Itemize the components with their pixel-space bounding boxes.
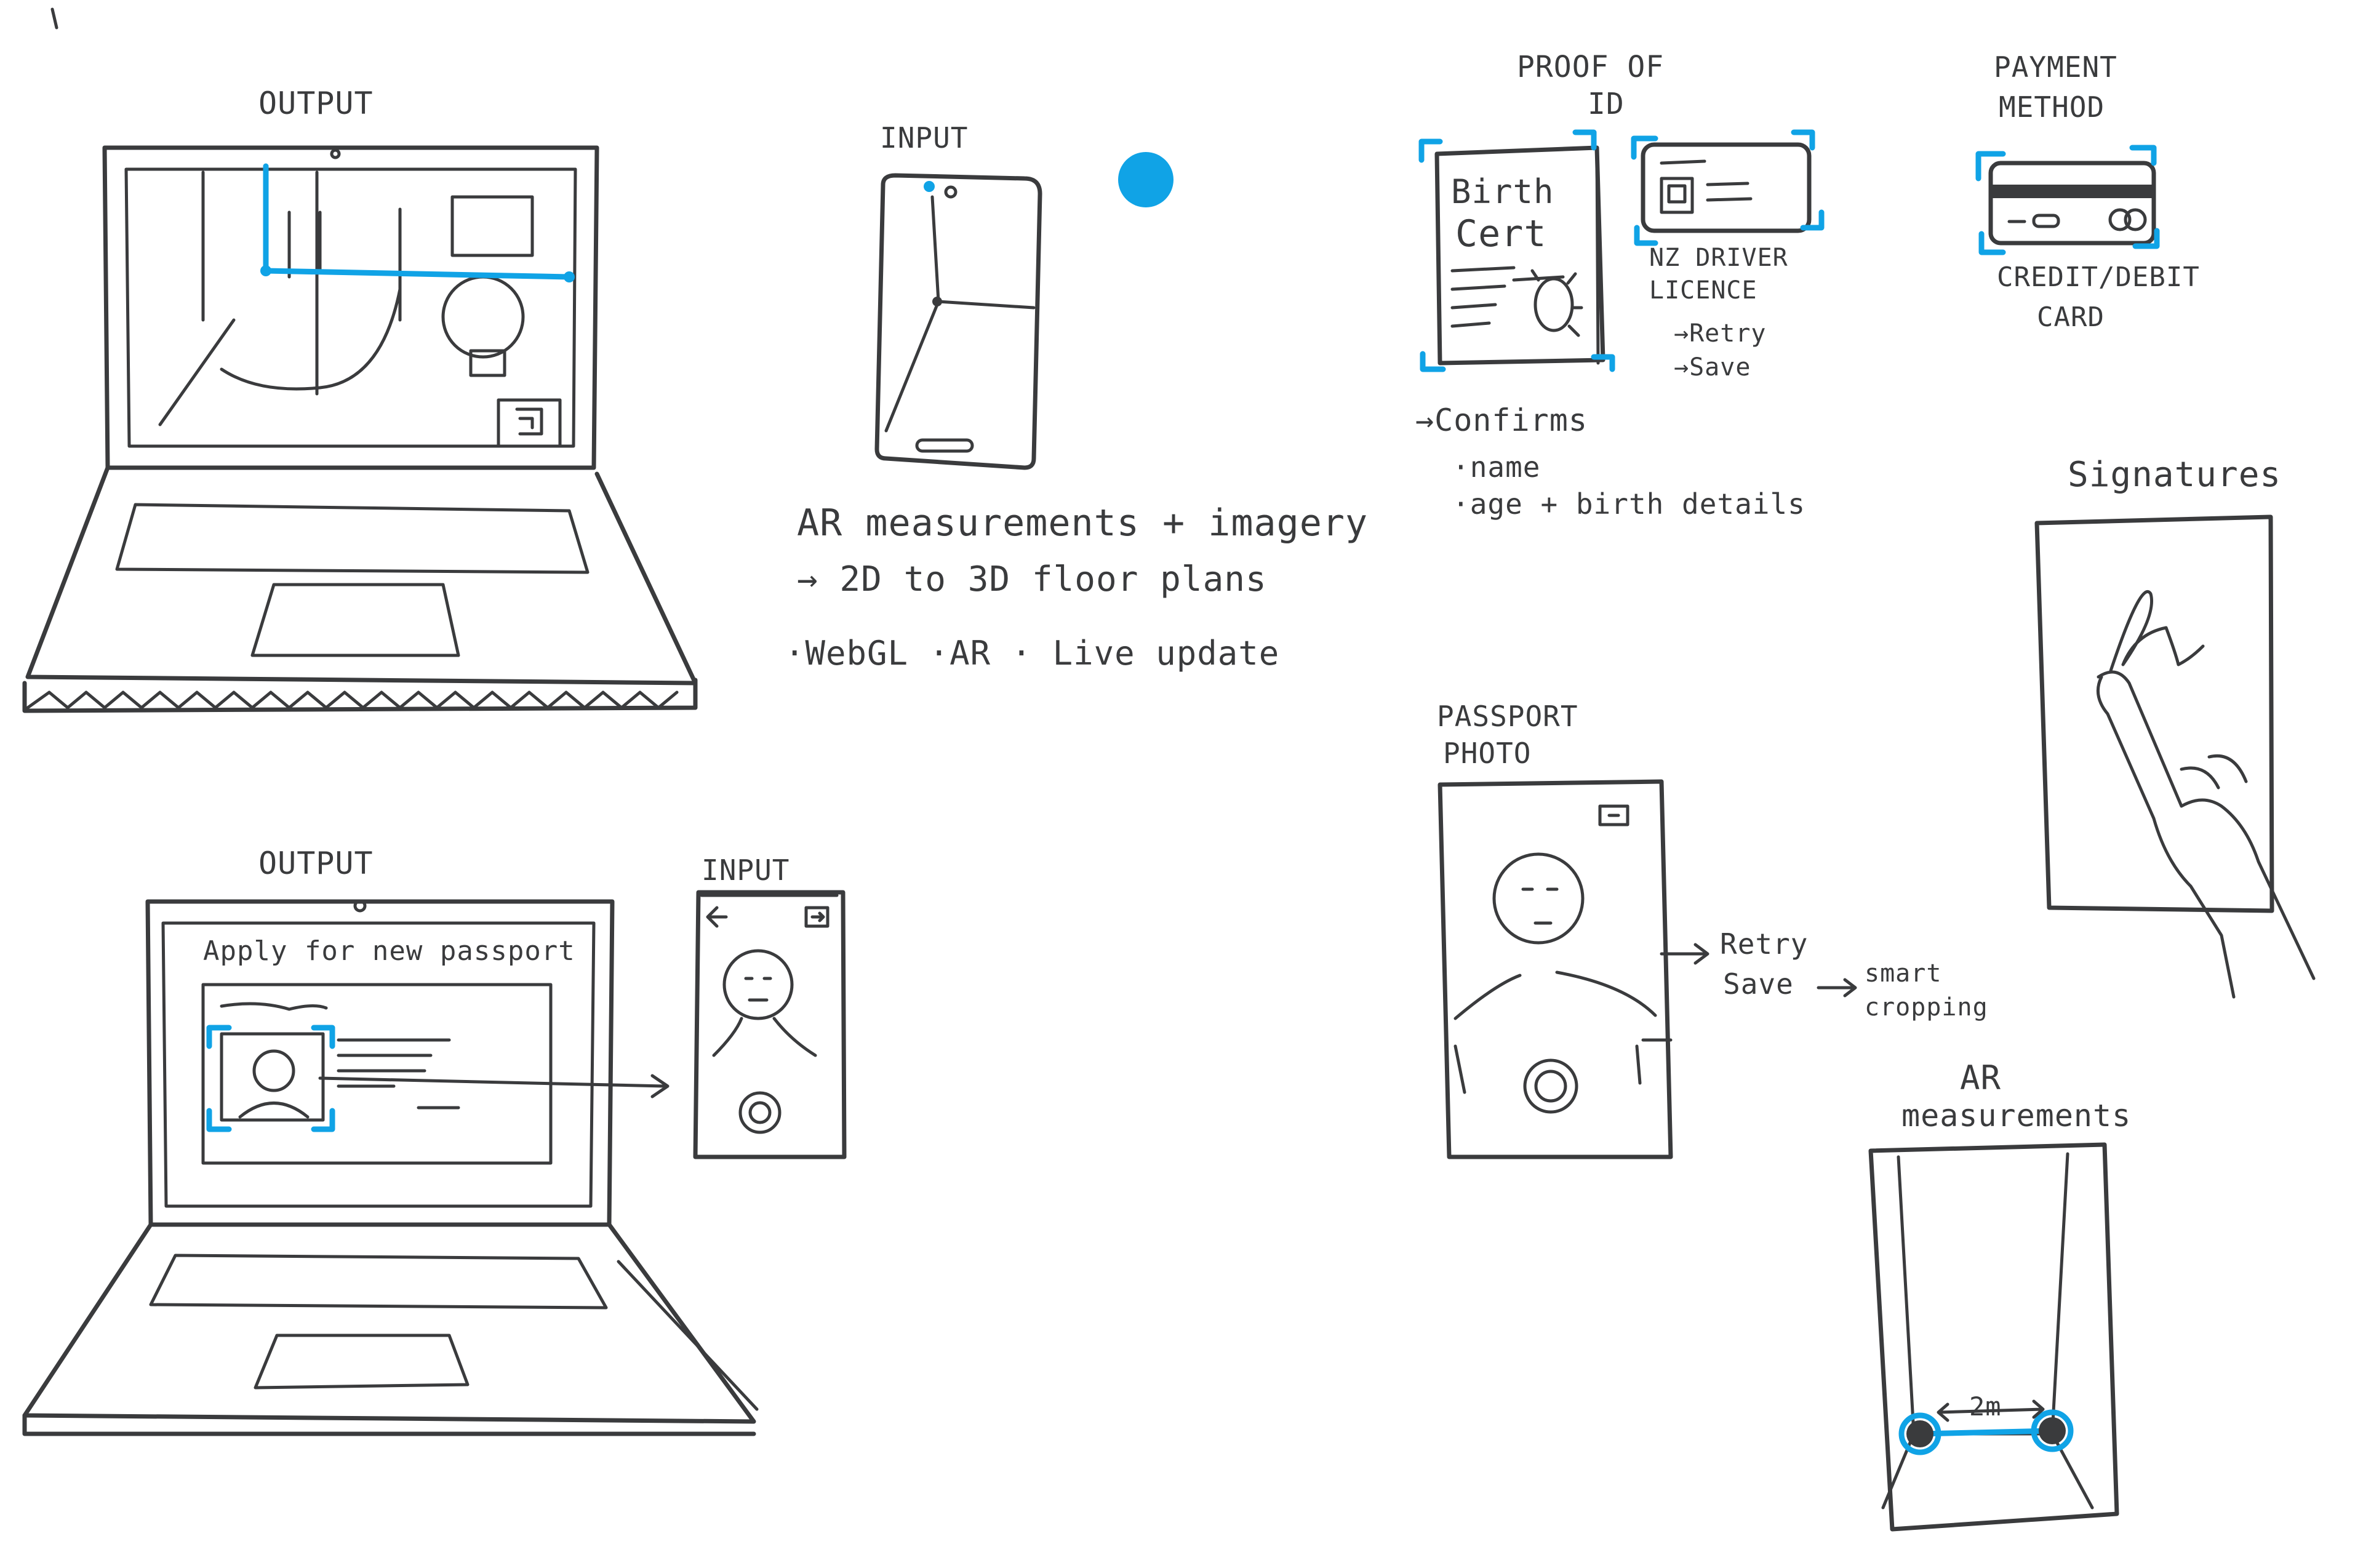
signatures-title: Signatures [2068,455,2281,495]
birth-certificate-document: Birth Cert [1418,129,1615,372]
passport-photo-title-2: PHOTO [1443,737,1531,770]
payment-title-1: PAYMENT [1994,50,2117,84]
driver-licence-card: NZ DRIVER LICENCE →Retry →Save [1631,129,1825,382]
signatures-section: Signatures [2034,455,2316,999]
signature-tablet [2034,514,2274,913]
phone-ar-input: INPUT AR measurements + imagery → 2D to … [785,121,1368,673]
webcam-icon [330,148,341,159]
passport-photo-title-1: PASSPORT [1437,700,1578,733]
shutter-icon [1523,1058,1578,1114]
credit-card [1975,145,2160,255]
passport-save: Save [1723,967,1794,1001]
ar-measure-title-1: AR [1960,1058,2001,1097]
finger-icon [2096,670,2316,999]
licence-photo-icon [1660,177,1694,214]
record-dot [1118,152,1174,207]
back-arrow-icon [706,906,728,928]
licence-retry: →Retry [1674,319,1767,348]
laptop-ar-output: OUTPUT [22,86,698,713]
qr-marker-icon [497,398,562,448]
proof-of-id-section: PROOF OF ID Birth Cert NZ DRIVER LICENCE… [1415,50,1825,521]
passport-photo-phone [1437,779,1673,1159]
touchpad [250,583,460,657]
phone-ar-label: INPUT [880,121,968,154]
ar-measurements-section: AR measurements 2m [1868,1058,2131,1532]
card-line-2: CARD [2037,302,2105,333]
phone-passport-input: INPUT [693,854,847,1159]
card-line-1: CREDIT/DEBIT [1997,262,2200,293]
payment-method-section: PAYMENT METHOD CREDIT/DEBIT CARD [1975,50,2200,333]
laptop-passport-output: OUTPUT Apply for new passport [22,846,759,1436]
confirms-name: ·name [1452,450,1540,484]
ar-note-3: ·WebGL ·AR · Live update [785,634,1279,673]
proof-id-title-1: PROOF OF [1517,50,1664,84]
proof-id-title-2: ID [1588,87,1625,121]
laptop-passport-label: OUTPUT [258,846,374,881]
confirms-age: ·age + birth details [1452,487,1805,521]
birth-cert-line-2: Cert [1455,212,1547,255]
ar-measure-phone [1868,1142,2119,1532]
ar-measure-title-2: measurements [1901,1098,2131,1134]
payment-title-2: METHOD [1999,90,2105,124]
focus-icon [1598,804,1629,826]
touchpad [254,1334,470,1390]
passport-retry: Retry [1720,927,1808,961]
birth-cert-line-1: Birth [1451,172,1554,211]
switch-camera-icon [804,906,830,928]
ar-distance-label: 2m [1969,1391,2002,1422]
passport-screen-title: Apply for new passport [203,935,575,967]
passport-photo-section: PASSPORT PHOTO Retry Save smart cropping [1437,700,1988,1159]
front-camera-icon [944,185,958,199]
licence-line-1: NZ DRIVER [1649,244,1788,272]
confirms-label: →Confirms [1415,402,1588,438]
laptop-ar-label: OUTPUT [258,86,374,121]
photo-placeholder [220,1032,325,1122]
home-bar [915,438,974,453]
smart-cropping-2: cropping [1865,993,1988,1022]
seal-icon [1533,277,1574,332]
phone-passport-label: INPUT [702,854,790,887]
floor-plan-render [158,163,575,448]
ar-note-1: AR measurements + imagery [797,502,1368,545]
shutter-icon [738,1091,782,1134]
licence-save: →Save [1674,353,1751,382]
webcam-icon [353,899,367,913]
ar-note-2: → 2D to 3D floor plans [797,559,1267,599]
licence-line-2: LICENCE [1649,276,1757,305]
smart-cropping-1: smart [1865,959,1941,988]
